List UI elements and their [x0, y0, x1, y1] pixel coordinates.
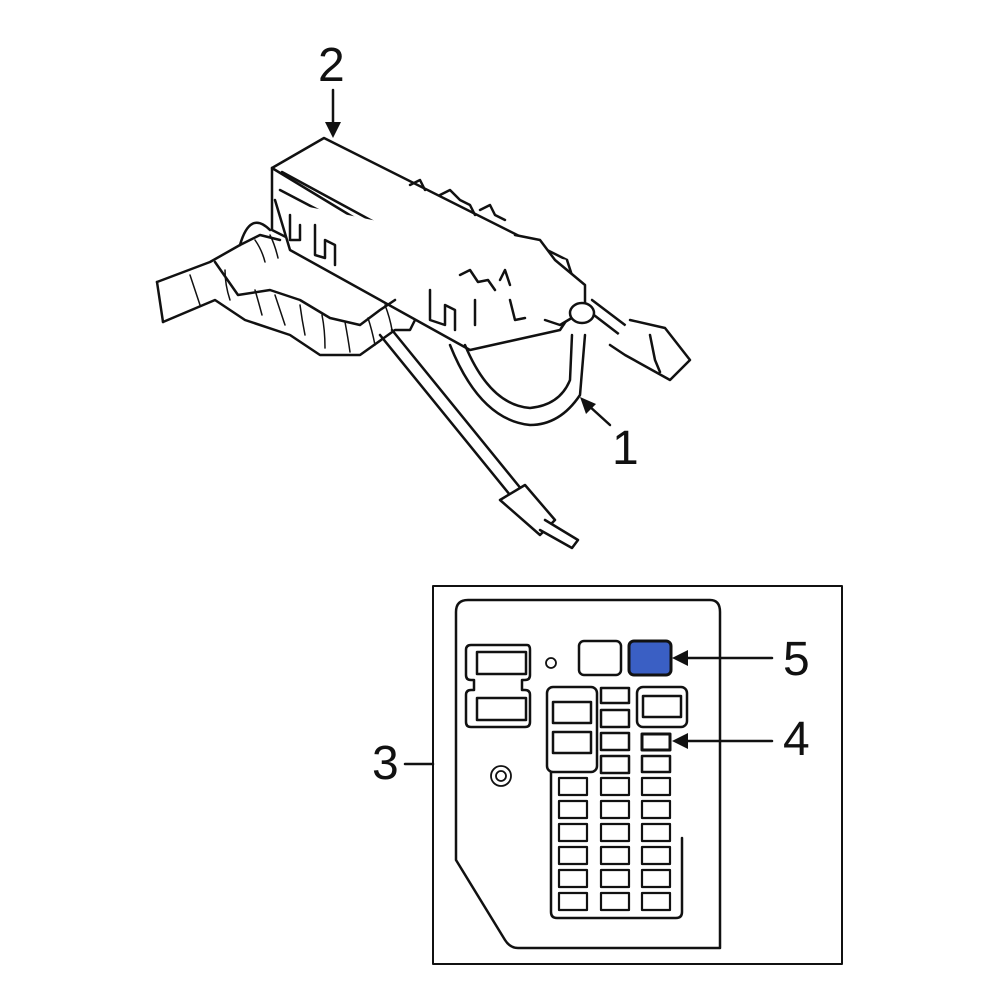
arrow-down-icon	[325, 122, 341, 138]
callout-1: 1	[612, 422, 639, 475]
callout-5: 5	[783, 633, 810, 686]
arrow-left-icon	[672, 650, 688, 666]
callout-2: 2	[318, 39, 345, 92]
fuse-grid	[557, 776, 672, 912]
callout-4: 4	[783, 713, 810, 766]
fuse-panel-inset	[403, 585, 843, 965]
arrow-left-icon	[672, 733, 688, 749]
mini-fuse-4	[640, 732, 672, 752]
arrow-up-left-icon	[580, 397, 596, 414]
relay-blank	[577, 639, 623, 677]
relay-highlighted	[627, 639, 673, 677]
callout-3: 3	[372, 737, 399, 790]
fuse-box-assembly	[155, 88, 692, 550]
